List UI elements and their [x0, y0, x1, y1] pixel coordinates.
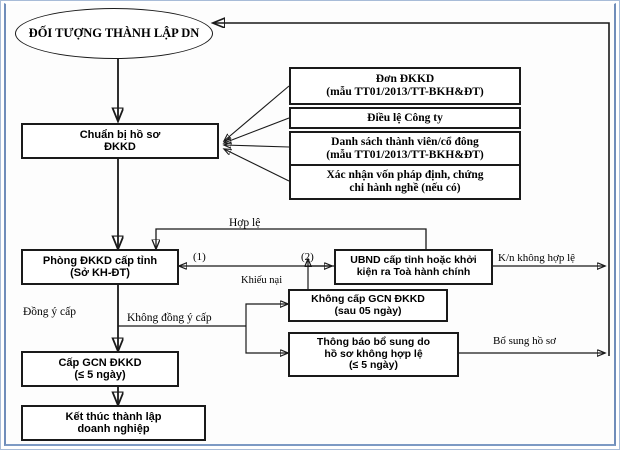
label-two: (2): [301, 251, 314, 263]
node-prepare[interactable]: Chuẩn bị hồ sơ ĐKKD: [21, 123, 219, 159]
node-refuse-line2: (sau 05 ngày): [334, 304, 402, 317]
node-start[interactable]: ĐỐI TƯỢNG THÀNH LẬP DN: [15, 8, 213, 59]
node-office-line1: Phòng ĐKKD cấp tỉnh: [42, 254, 158, 267]
label-disagree: Không đồng ý cấp: [127, 312, 212, 324]
node-doc2-line1: Điều lệ Công ty: [367, 111, 443, 124]
node-ubnd[interactable]: UBND cấp tỉnh hoặc khởi kiện ra Toà hành…: [334, 249, 493, 285]
node-notice-line1: Thông báo bổ sung do: [316, 335, 431, 348]
node-notice[interactable]: Thông báo bổ sung do hồ sơ không hợp lệ …: [288, 332, 459, 377]
node-doc1-line1: Đơn ĐKKD: [375, 73, 435, 86]
node-end-line1: Kết thúc thành lập: [65, 410, 162, 423]
edge-doc4-to-prepare: [224, 149, 290, 182]
edge-valid-loop: [156, 228, 427, 249]
node-grant[interactable]: Cấp GCN ĐKKD (≤ 5 ngày): [21, 351, 179, 387]
edge-doc2-to-prepare: [224, 117, 290, 143]
node-prepare-line1: Chuẩn bị hồ sơ: [79, 128, 161, 141]
label-complaint: Khiếu nại: [241, 275, 283, 286]
node-start-line2: LẬP DN: [153, 26, 200, 41]
node-doc1-line2: (mẫu TT01/2013/TT-BKH&ĐT): [326, 86, 484, 98]
node-doc4-line2: chi hành nghề (nếu có): [349, 182, 461, 194]
node-start-line1: ĐỐI TƯỢNG THÀNH: [28, 26, 151, 41]
node-refuse[interactable]: Không cấp GCN ĐKKD (sau 05 ngày): [288, 289, 448, 322]
node-ubnd-line1: UBND cấp tỉnh hoặc khởi: [350, 254, 477, 267]
node-doc4[interactable]: Xác nhận vốn pháp định, chứng chi hành n…: [289, 164, 521, 200]
node-doc1[interactable]: Đơn ĐKKD (mẫu TT01/2013/TT-BKH&ĐT): [289, 67, 521, 105]
node-doc4-line1: Xác nhận vốn pháp định, chứng: [326, 169, 484, 182]
node-end[interactable]: Kết thúc thành lập doanh nghiệp: [21, 405, 206, 441]
label-supplement: Bổ sung hồ sơ: [493, 335, 556, 347]
node-doc3-line2: (mẫu TT01/2013/TT-BKH&ĐT): [326, 149, 484, 161]
edge-return-to-start: [213, 23, 610, 356]
node-prepare-line2: ĐKKD: [104, 141, 136, 153]
node-grant-line2: (≤ 5 ngày): [74, 369, 126, 381]
node-ubnd-line2: kiện ra Toà hành chính: [356, 266, 471, 278]
node-office-line2: (Sở KH-ĐT): [70, 267, 130, 279]
edge-doc3-to-prepare: [224, 145, 290, 147]
node-refuse-line1: Không cấp GCN ĐKKD: [311, 292, 425, 305]
node-notice-line2: hồ sơ không hợp lệ: [324, 347, 423, 360]
node-doc3[interactable]: Danh sách thành viên/cổ đông (mẫu TT01/2…: [289, 131, 521, 167]
label-agree: Đồng ý cấp: [23, 306, 77, 318]
label-one: (1): [193, 251, 206, 263]
node-office[interactable]: Phòng ĐKKD cấp tỉnh (Sở KH-ĐT): [21, 249, 179, 285]
edge-doc1-to-prepare: [224, 85, 290, 141]
node-end-line2: doanh nghiệp: [77, 423, 150, 435]
node-grant-line1: Cấp GCN ĐKKD: [58, 356, 142, 369]
node-doc3-line1: Danh sách thành viên/cổ đông: [331, 136, 479, 149]
edge-disagree-to-refuse: [245, 304, 288, 326]
label-invalid-complaint: K/n không hợp lệ: [498, 252, 576, 264]
node-notice-line3: (≤ 5 ngày): [349, 359, 398, 372]
label-valid: Hợp lệ: [229, 217, 261, 229]
edge-disagree-to-notice: [245, 326, 288, 353]
node-doc2[interactable]: Điều lệ Công ty: [289, 107, 521, 129]
